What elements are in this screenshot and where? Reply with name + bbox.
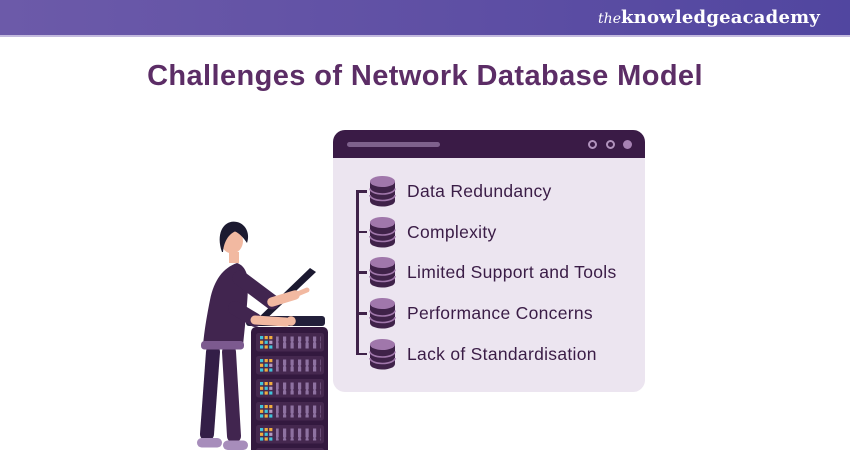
logo-academy: academy	[730, 7, 820, 28]
challenge-label: Complexity	[407, 221, 497, 242]
tree-branch-line	[356, 352, 367, 356]
challenge-label: Data Redundancy	[407, 180, 552, 201]
window-control-dot-icon	[588, 139, 597, 149]
challenge-item: Lack of Standardisation	[347, 334, 617, 375]
database-icon	[369, 216, 396, 248]
tree-branch-line	[356, 190, 367, 193]
challenge-label: Limited Support and Tools	[407, 262, 617, 283]
challenge-label: Lack of Standardisation	[407, 343, 597, 364]
challenge-item: Data Redundancy	[347, 171, 617, 212]
window-title-bar	[333, 130, 645, 158]
window-address-bar	[347, 142, 440, 147]
challenge-item: Complexity	[347, 212, 617, 253]
database-icon	[369, 257, 396, 288]
tree-branch-line	[356, 312, 367, 315]
window-control-dot-icon	[605, 139, 615, 149]
challenges-window-card: Data Redundancy Complexity	[333, 130, 645, 392]
tree-branch-line	[356, 230, 367, 234]
server-rack-illustration	[251, 327, 328, 450]
window-controls	[588, 139, 632, 149]
challenge-item: Limited Support and Tools	[347, 252, 617, 293]
challenge-label: Performance Concerns	[407, 302, 593, 323]
tree-branch-line	[356, 271, 367, 274]
database-icon	[369, 297, 396, 329]
challenge-item: Performance Concerns	[347, 293, 617, 334]
challenges-list: Data Redundancy Complexity	[347, 171, 617, 374]
window-control-dot-icon	[623, 139, 632, 149]
database-icon	[369, 175, 396, 207]
person-illustration	[197, 221, 310, 450]
database-icon	[369, 338, 396, 370]
brand-logo: theknowledgeacademy	[598, 7, 820, 30]
illustration-person-at-server	[197, 221, 328, 450]
logo-knowledge: knowledge	[620, 7, 731, 28]
page-title: Challenges of Network Database Model	[147, 60, 703, 92]
logo-the: the	[598, 11, 621, 27]
brand-band: theknowledgeacademy	[0, 0, 850, 37]
